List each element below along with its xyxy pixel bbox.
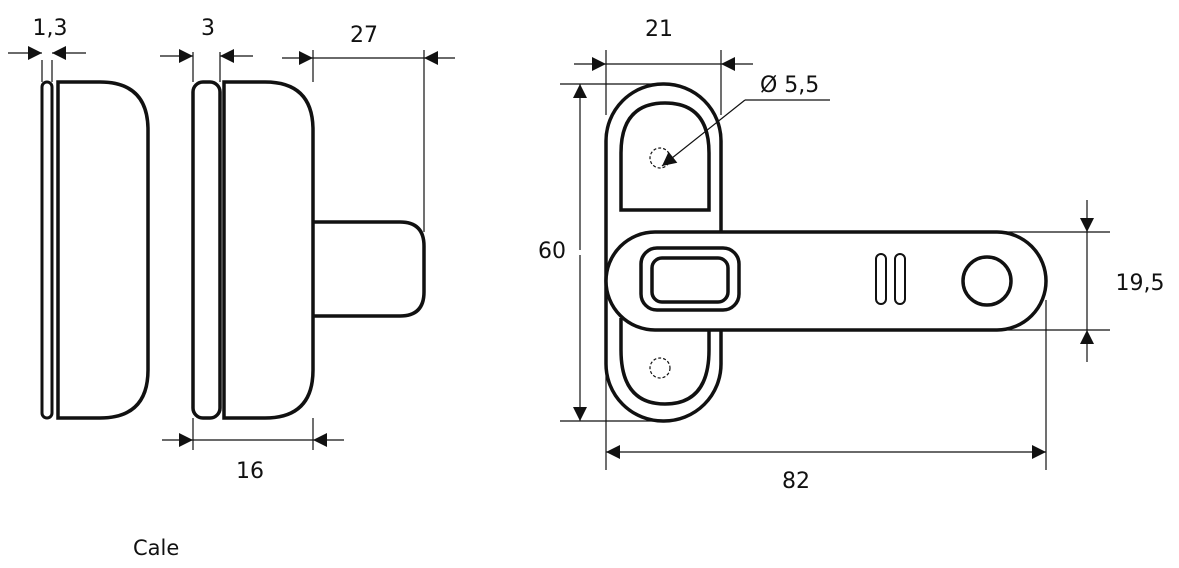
grip-groove-left [875,253,887,305]
arm-pivot-button [961,255,1013,307]
shim-body [56,80,150,420]
shim-plate [40,80,54,420]
caption: Cale [133,536,180,560]
dim-label-arm-length: 82 [782,469,810,494]
front-view [560,50,1110,470]
knob [313,220,426,318]
upper-slot [619,101,711,212]
dim-label-hole-diameter: Ø 5,5 [760,73,819,98]
dim-label-body-depth: 16 [236,459,264,484]
lower-slot [619,318,711,406]
upper-screw-hole [649,147,671,169]
grip-groove-right [894,253,906,305]
flange [191,80,222,420]
dim-label-flange-thickness: 3 [201,16,215,41]
dim-label-plate-width: 21 [645,17,673,42]
side-view-knob [160,49,455,450]
dim-label-arm-height: 19,5 [1116,271,1165,296]
dim-label-plate-height: 60 [538,239,566,264]
arm-pocket-outer [639,246,741,312]
arm-pocket-inner [650,256,730,304]
body-profile [222,80,315,420]
dim-label-knob-projection: 27 [350,23,378,48]
side-view-shim [8,46,150,420]
dim-label-shim-thickness: 1,3 [33,16,68,41]
lower-screw-hole [649,357,671,379]
